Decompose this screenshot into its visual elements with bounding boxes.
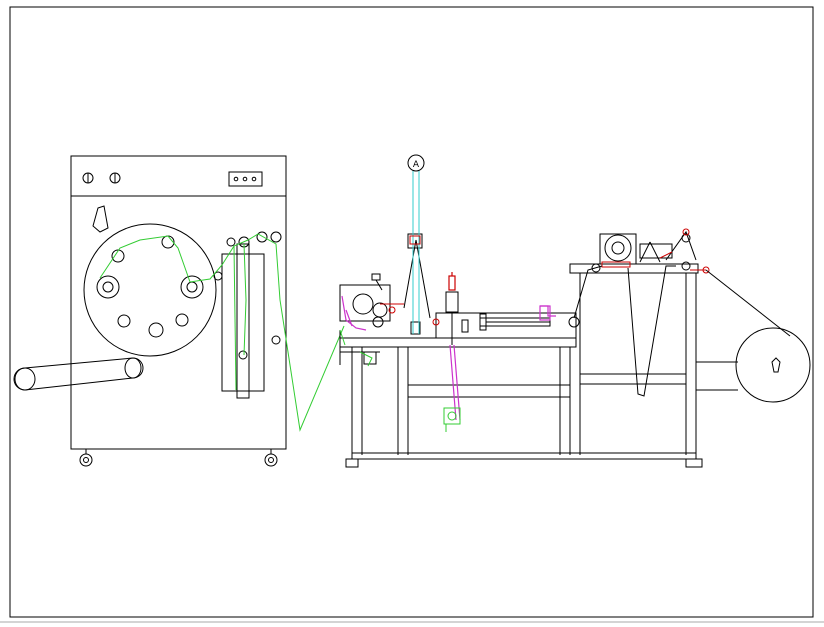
control-knob-icon [82,172,121,184]
web-path-unwind [99,233,345,432]
indicator-panel-icon [228,171,263,187]
center-guide-cyan [412,171,420,334]
top-roller-label: A [413,160,420,170]
left-guide-red [380,303,404,314]
lower-bracket [443,407,461,432]
tension-unit [445,291,469,345]
linkage-magenta [449,305,556,421]
brake-lever-icon [92,205,109,233]
center-column-red [409,235,440,326]
drive-red [601,228,710,274]
drawing-border [9,6,814,618]
rewind-roll [696,269,811,403]
unwind-wheel [83,223,217,357]
work-table [339,312,703,468]
top-roller-icon [407,154,425,172]
unwind-cabinet [13,155,287,467]
left-guide-magenta [341,295,367,331]
sensor-red [448,272,456,291]
web-path-drive [573,241,676,397]
center-column [403,154,431,335]
drive-frame [568,230,699,455]
left-guide-unit [339,273,391,365]
left-guide-green [339,329,373,367]
caster-wheel-icon [79,449,278,467]
